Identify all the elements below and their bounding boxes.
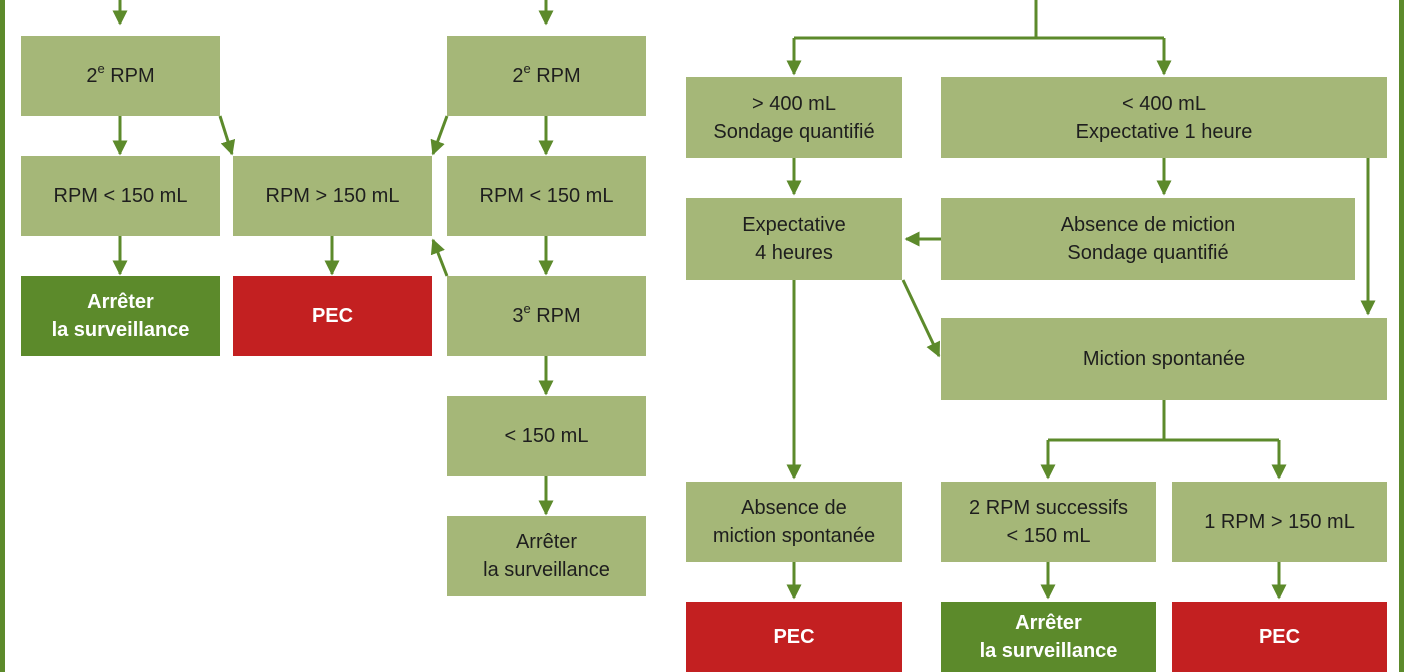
node-2rpm-successifs: 2 RPM successifs< 150 mL [941,482,1156,562]
arrow-rpm3-to-gt150 [430,238,449,277]
node-pec-c: PEC [1172,602,1387,672]
arrow-rpm2-b-to-gt150 [430,115,449,156]
node-pec-b: PEC [686,602,902,672]
node-pec-a: PEC [233,276,432,356]
node-rpm2-a: 2e RPM [21,36,220,116]
node-rpm-gt150: RPM > 150 mL [233,156,432,236]
node-rpm-lt150-a: RPM < 150 mL [21,156,220,236]
arrow-expect4-to-miction [901,279,941,358]
arrow-rpm2-a-to-gt150 [218,115,236,156]
arrow-miction-split [1048,400,1279,442]
arrow-top-split [794,0,1164,40]
node-rpm3: 3e RPM [447,276,646,356]
node-1rpm-gt150: 1 RPM > 150 mL [1172,482,1387,562]
node-miction-spontanee: Miction spontanée [941,318,1387,400]
node-rpm-lt150-b: RPM < 150 mL [447,156,646,236]
node-rpm2-b: 2e RPM [447,36,646,116]
node-lt150: < 150 mL [447,396,646,476]
